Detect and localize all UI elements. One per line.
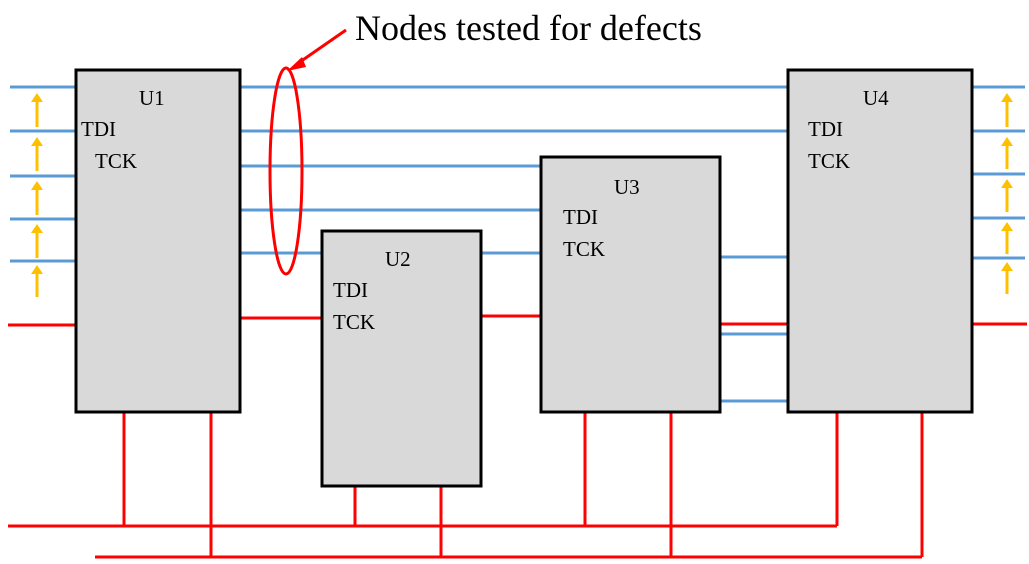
up-arrow-icon <box>31 137 43 171</box>
chip-u1: U1 TDI TCK <box>74 68 242 414</box>
up-arrow-icon <box>31 181 43 215</box>
chip-u3: U3 TDI TCK <box>539 155 722 414</box>
pin-tdi-label: TDI <box>81 117 116 141</box>
callout-label: Nodes tested for defects <box>355 8 702 48</box>
up-arrow-icon <box>1001 93 1013 127</box>
pin-tdi-label: TDI <box>563 205 598 229</box>
chip-name: U3 <box>614 175 640 199</box>
pin-tck-label: TCK <box>808 149 850 173</box>
up-arrow-icon <box>31 93 43 127</box>
tested-nodes-ellipse <box>268 66 304 276</box>
pin-tck-label: TCK <box>95 149 137 173</box>
pin-tck-label: TCK <box>333 310 375 334</box>
up-arrow-icon <box>1001 137 1013 169</box>
up-arrow-icon <box>1001 222 1013 254</box>
chip-u2: U2 TDI TCK <box>320 229 483 488</box>
pin-tck-label: TCK <box>563 237 605 261</box>
chip-u4: U4 TDI TCK <box>786 68 974 414</box>
chip-body <box>786 68 974 414</box>
control-wires <box>8 314 1027 559</box>
input-arrows <box>31 93 43 297</box>
up-arrow-icon <box>31 224 43 258</box>
chip-name: U2 <box>385 247 411 271</box>
chip-body <box>539 155 722 414</box>
defect-callout: Nodes tested for defects <box>268 8 702 276</box>
pin-tdi-label: TDI <box>808 117 843 141</box>
chip-name: U1 <box>139 86 165 110</box>
chip-name: U4 <box>863 86 889 110</box>
callout-arrow-icon <box>287 28 347 71</box>
chip-body <box>74 68 242 414</box>
up-arrow-icon <box>31 265 43 297</box>
up-arrow-icon <box>1001 179 1013 212</box>
output-arrows <box>1001 93 1013 294</box>
chip-body <box>320 229 483 488</box>
up-arrow-icon <box>1001 262 1013 294</box>
signal-wires <box>10 85 1025 403</box>
pin-tdi-label: TDI <box>333 278 368 302</box>
